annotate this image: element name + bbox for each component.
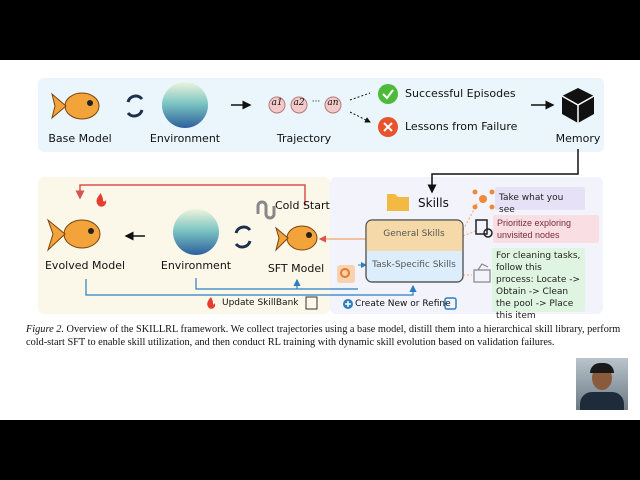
network-icon	[472, 189, 495, 210]
caption-label: Figure 2.	[26, 324, 64, 335]
memory-label: Memory	[555, 132, 601, 145]
evolved-model-fish-icon	[46, 218, 101, 252]
general-skills-label: General Skills	[383, 229, 445, 239]
update-skillbank-label: Update SkillBank	[222, 298, 299, 308]
base-model-label: Base Model	[48, 132, 112, 145]
environment-label: Environment	[160, 259, 232, 272]
sft-model-label: SFT Model	[267, 262, 325, 275]
fire-icon	[96, 193, 107, 207]
cleaning-icon	[473, 263, 491, 283]
figure-caption: Figure 2. Overview of the SKILLRL framew…	[26, 323, 626, 349]
diagram-graphics	[46, 82, 595, 310]
action-ellipsis: ···	[311, 97, 321, 107]
document-search-icon	[475, 219, 493, 238]
caption-text: Overview of the SKILLRL framework. We co…	[26, 324, 621, 348]
skill-example-task: For cleaning tasks, follow this process:…	[492, 248, 585, 321]
base-model-fish-icon	[51, 92, 100, 120]
fire-icon	[207, 297, 216, 309]
trajectory-circles	[268, 96, 342, 114]
action-a1: a1	[271, 98, 283, 108]
environment-icon	[173, 209, 219, 255]
skill-example-general-1: Take what you see	[495, 187, 585, 215]
environment-label: Environment	[149, 132, 221, 145]
successful-episodes-label: Successful Episodes	[405, 87, 516, 100]
cold-start-icon	[256, 200, 276, 220]
presenter-photo	[576, 358, 628, 410]
success-check-icon	[378, 84, 398, 104]
skillbank-icon	[305, 296, 318, 310]
edit-icon	[444, 297, 457, 310]
slide: Base Model Environment Trajectory a1 a2 …	[0, 60, 640, 420]
create-refine-label: Create New or Refine	[355, 299, 451, 309]
refresh-icon	[126, 94, 144, 118]
lessons-from-failure-label: Lessons from Failure	[405, 120, 518, 133]
environment-icon	[162, 82, 208, 128]
action-an: an	[327, 98, 339, 108]
evolved-model-label: Evolved Model	[44, 259, 126, 272]
folder-icon	[387, 194, 409, 211]
memory-cube-icon	[561, 88, 595, 123]
search-icon	[337, 265, 355, 283]
sft-model-fish-icon	[275, 225, 318, 252]
refresh-icon	[234, 225, 252, 249]
skill-example-general-2: Prioritize exploring unvisited nodes	[493, 215, 599, 243]
skills-title: Skills	[418, 196, 449, 210]
action-a2: a2	[293, 98, 305, 108]
trajectory-label: Trajectory	[276, 132, 332, 145]
cold-start-label: Cold Start	[275, 199, 330, 212]
task-specific-skills-label: Task-Specific Skills	[372, 260, 456, 270]
